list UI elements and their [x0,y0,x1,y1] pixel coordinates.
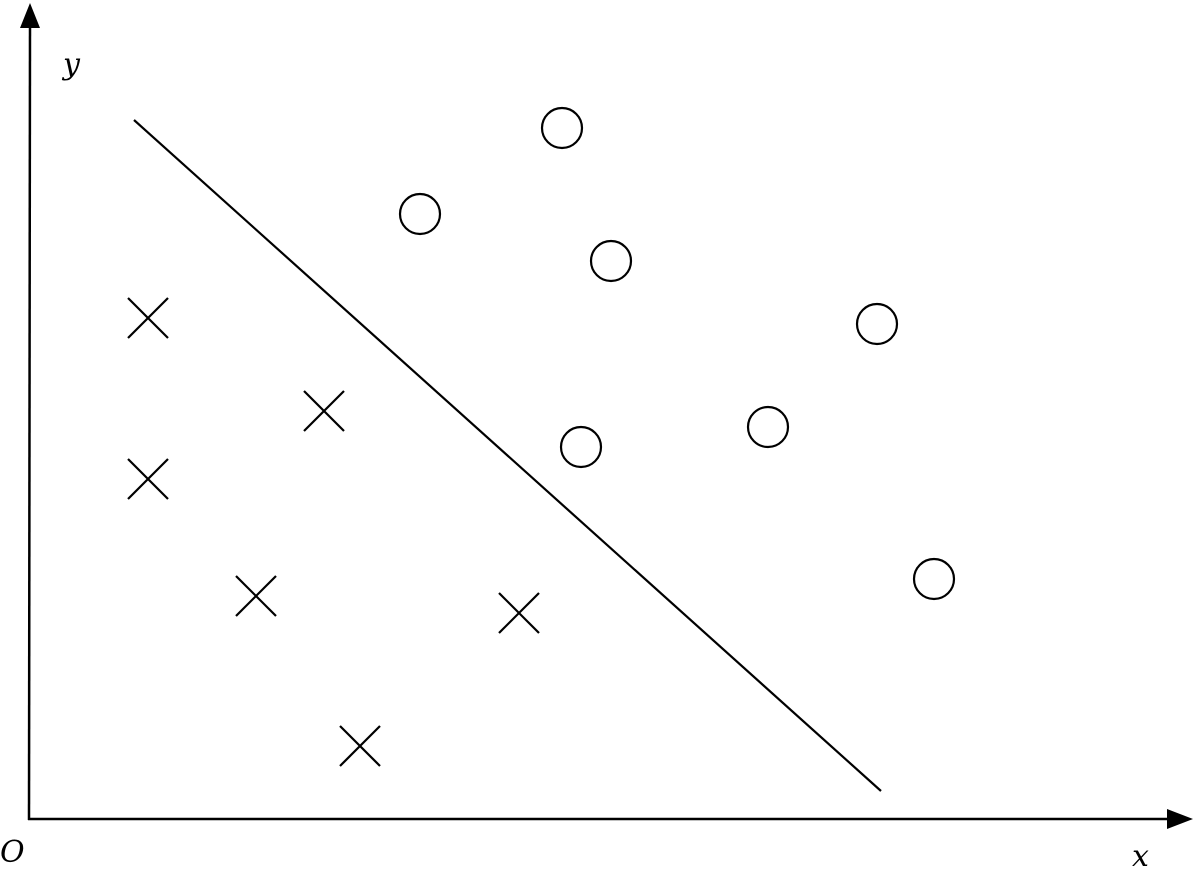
cross-marker [339,725,381,767]
cross-marker [235,575,277,617]
cross-stroke [127,297,169,339]
y-axis [27,23,32,821]
cross-points-group [127,297,540,767]
circle-marker [746,405,790,449]
y-axis-label: y [61,47,81,82]
cross-stroke [235,575,277,617]
cross-marker [303,390,345,432]
cross-marker [498,592,540,634]
cross-stroke [303,390,345,432]
circle-marker [540,106,584,150]
circle-marker [855,302,899,346]
x-axis-label: x [1132,839,1149,868]
circle-marker [912,557,956,601]
circle-points-group [398,106,956,601]
circle-marker [589,239,633,283]
decision-boundary-line [133,119,882,792]
cross-marker [127,297,169,339]
cross-stroke [339,725,381,767]
circle-marker [559,425,603,469]
y-axis-arrowhead [20,3,40,28]
origin-label: O [0,835,25,868]
x-axis-arrowhead [1167,809,1193,829]
circle-marker [398,192,442,236]
cross-marker [127,458,169,500]
cross-stroke [498,592,540,634]
cross-stroke [127,458,169,500]
